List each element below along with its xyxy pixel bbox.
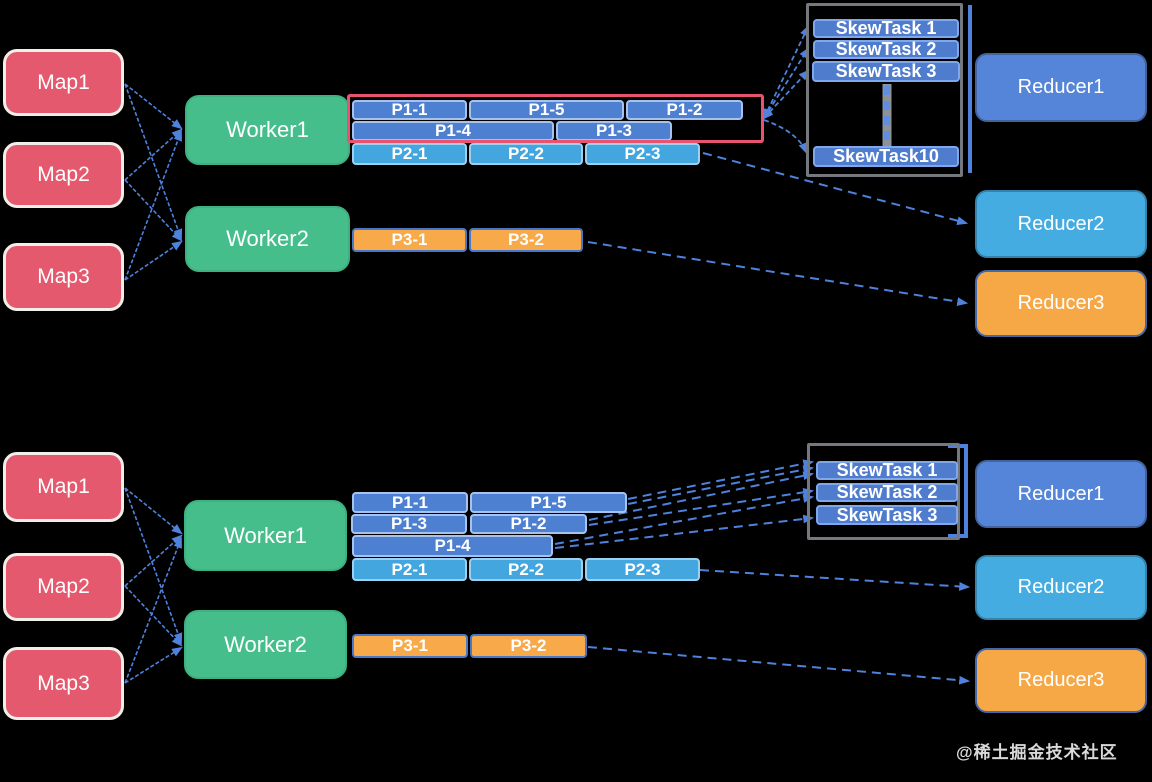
skew-task-2-top: SkewTask 2 (813, 39, 959, 59)
shuffle-line (124, 646, 183, 684)
partition-reducer-arrows-bottom (587, 569, 971, 685)
partition-p1-5-top: P1-5 (469, 100, 624, 120)
shuffle-line (124, 585, 183, 647)
partition-p1-5-bottom: P1-5 (470, 492, 627, 513)
reducer2-node-top: Reducer2 (975, 190, 1147, 258)
partition-p2-3-bottom: P2-3 (585, 558, 700, 581)
partition-p2-1-bottom: P2-1 (352, 558, 467, 581)
skew-line (763, 25, 809, 120)
skew-fan-arrows-top (762, 25, 810, 155)
skew-task-3-bottom: SkewTask 3 (816, 505, 958, 525)
skew-task-container-top (806, 3, 963, 177)
partition-p1-4-bottom: P1-4 (352, 535, 553, 557)
skew-task-container-bottom (807, 443, 960, 540)
p2-to-reducer2-line (699, 569, 971, 591)
map-worker-arrows-bottom (124, 487, 183, 684)
p3-to-reducer3-line (587, 646, 971, 685)
reducer3-node-bottom: Reducer3 (975, 648, 1147, 713)
skew-line (627, 459, 815, 500)
worker1-node-bottom: Worker1 (184, 500, 347, 571)
partition-p3-2-bottom: P3-2 (470, 634, 587, 658)
skew-task-3-top: SkewTask 3 (812, 61, 960, 82)
map2-node-top: Map2 (3, 142, 124, 208)
shuffle-line (124, 128, 183, 181)
shuffle-line (124, 487, 183, 645)
partition-p2-2-bottom: P2-2 (469, 558, 583, 581)
reducer1-node-top: Reducer1 (975, 53, 1147, 122)
partition-p2-2-top: P2-2 (469, 143, 583, 165)
partition-p3-1-top: P3-1 (352, 228, 467, 252)
reducer3-node-top: Reducer3 (975, 270, 1147, 337)
reducer1-node-bottom: Reducer1 (975, 460, 1147, 528)
shuffle-line (124, 240, 183, 281)
partition-p1-1-bottom: P1-1 (352, 492, 468, 513)
partition-p1-2-bottom: P1-2 (470, 514, 587, 534)
partition-p3-2-top: P3-2 (469, 228, 583, 252)
skew-line (554, 514, 815, 549)
map1-node-bottom: Map1 (3, 452, 124, 522)
shuffle-line (124, 536, 182, 684)
p3-to-reducer3-line (587, 241, 969, 306)
map3-node-top: Map3 (3, 243, 124, 311)
skew-task-1-top: SkewTask 1 (813, 18, 959, 38)
partition-p2-1-top: P2-1 (352, 143, 467, 165)
skew-task-10-top: SkewTask10 (813, 146, 959, 167)
partition-p2-3-top: P2-3 (585, 143, 700, 165)
map2-node-bottom: Map2 (3, 553, 124, 621)
watermark: @稀土掘金技术社区 (956, 743, 1118, 762)
shuffle-line (124, 487, 183, 535)
skew-task-1-bottom: SkewTask 1 (816, 460, 958, 480)
map-worker-arrows-top (124, 83, 183, 281)
partition-p1-3-top: P1-3 (556, 121, 672, 141)
shuffle-line (124, 129, 183, 281)
partition-p1-1-top: P1-1 (352, 100, 467, 120)
skew-line (762, 47, 810, 120)
map1-node-top: Map1 (3, 49, 124, 116)
partition-p1-2-top: P1-2 (626, 100, 743, 120)
partition-p1-3-bottom: P1-3 (351, 514, 467, 534)
shuffle-line (124, 534, 183, 587)
shuffle-line (124, 83, 183, 130)
shuffle-line (124, 83, 183, 241)
partition-p3-1-bottom: P3-1 (352, 634, 468, 658)
skew-line (627, 465, 815, 505)
skew-line-to-task10 (763, 119, 807, 155)
worker2-node-bottom: Worker2 (184, 610, 347, 679)
worker2-node-top: Worker2 (185, 206, 350, 272)
partition-p1-4-top: P1-4 (352, 121, 554, 141)
skew-line (762, 69, 810, 120)
map3-node-bottom: Map3 (3, 647, 124, 720)
worker1-node-top: Worker1 (185, 95, 350, 165)
skew-task-2-bottom: SkewTask 2 (816, 482, 958, 502)
shuffle-line (124, 179, 183, 242)
reducer2-node-bottom: Reducer2 (975, 555, 1147, 620)
